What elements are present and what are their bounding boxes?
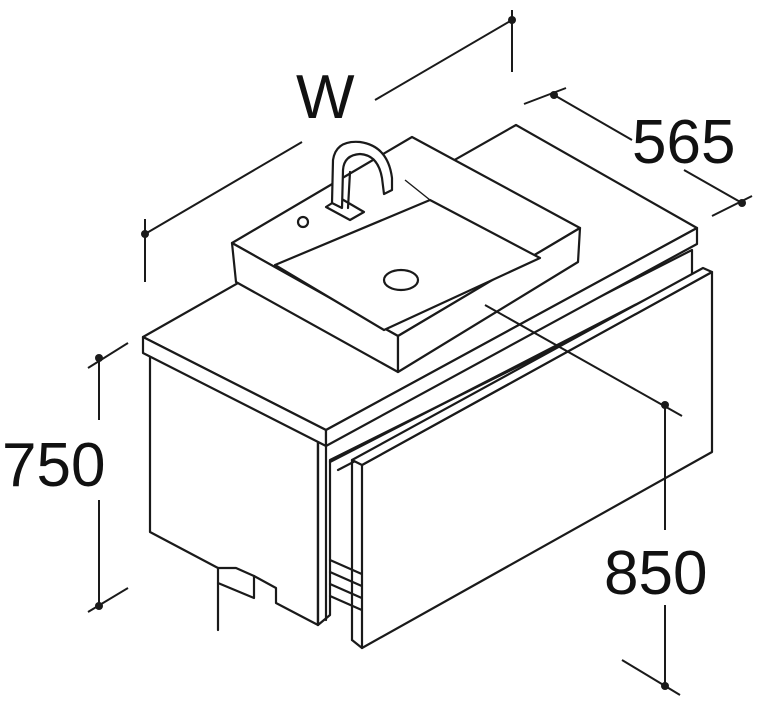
vessel-sink xyxy=(230,135,582,374)
depth-dimension: 565 xyxy=(523,87,753,217)
kick-notch xyxy=(216,566,256,578)
width-label: W xyxy=(296,63,355,132)
overall-height-dimension: 850 xyxy=(484,304,707,696)
cabinet-height-dimension: 750 xyxy=(2,342,129,613)
sink-basin xyxy=(273,198,542,332)
tap-hole-icon xyxy=(296,215,310,229)
width-dimension: W xyxy=(141,10,516,282)
faucet-icon xyxy=(324,140,394,222)
countertop-side-edge xyxy=(324,226,699,448)
drain-icon xyxy=(382,268,420,292)
overall-height-label: 850 xyxy=(604,539,707,608)
drawer-bottom-corner xyxy=(350,638,364,650)
cabinet-height-label: 750 xyxy=(2,431,105,500)
drawer-top-edge xyxy=(350,266,714,467)
depth-label: 565 xyxy=(632,108,735,177)
